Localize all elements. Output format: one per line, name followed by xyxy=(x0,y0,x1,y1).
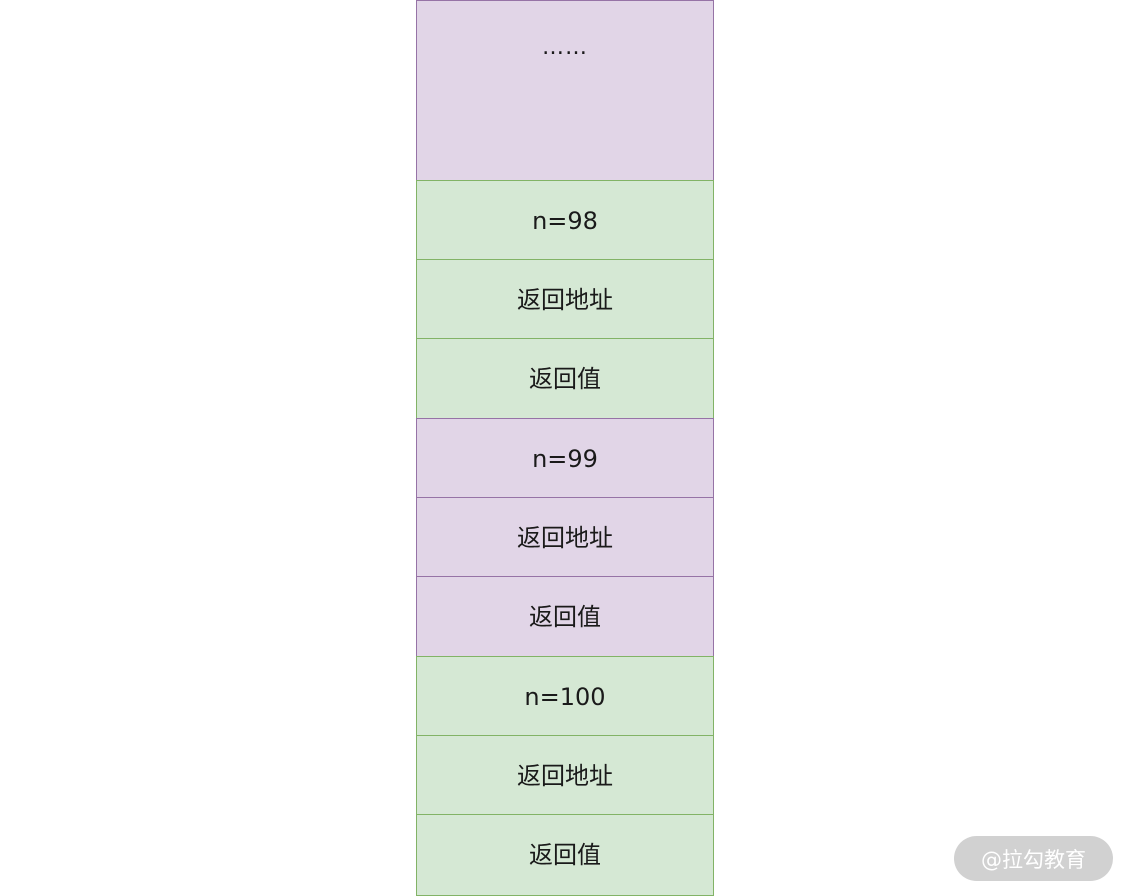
param-label: n=100 xyxy=(524,682,606,711)
ellipsis-label: …… xyxy=(542,34,588,60)
return-value-label: 返回值 xyxy=(529,841,601,869)
param-label: n=99 xyxy=(532,444,598,473)
watermark-text: @拉勾教育 xyxy=(981,847,1086,872)
stack-cell-return-address-100: 返回地址 xyxy=(416,735,714,816)
stack-cell-return-address-98: 返回地址 xyxy=(416,259,714,340)
stack-cell-ellipsis: …… xyxy=(416,0,714,181)
watermark-badge: @拉勾教育 xyxy=(954,836,1113,881)
stack-cell-n99: n=99 xyxy=(416,418,714,499)
return-address-label: 返回地址 xyxy=(517,523,613,552)
stack-cell-return-value-100: 返回值 xyxy=(416,814,714,896)
param-label: n=98 xyxy=(532,206,598,235)
return-address-label: 返回地址 xyxy=(517,761,613,790)
stack-cell-n98: n=98 xyxy=(416,180,714,261)
call-stack-diagram: …… n=98 返回地址 返回值 n=99 返回地址 返回值 n=100 返回地… xyxy=(416,0,714,896)
return-value-label: 返回值 xyxy=(529,602,601,631)
return-value-label: 返回值 xyxy=(529,364,601,393)
stack-cell-return-value-99: 返回值 xyxy=(416,576,714,657)
return-address-label: 返回地址 xyxy=(517,285,613,314)
stack-cell-return-address-99: 返回地址 xyxy=(416,497,714,578)
stack-cell-return-value-98: 返回值 xyxy=(416,338,714,419)
stack-cell-n100: n=100 xyxy=(416,656,714,737)
